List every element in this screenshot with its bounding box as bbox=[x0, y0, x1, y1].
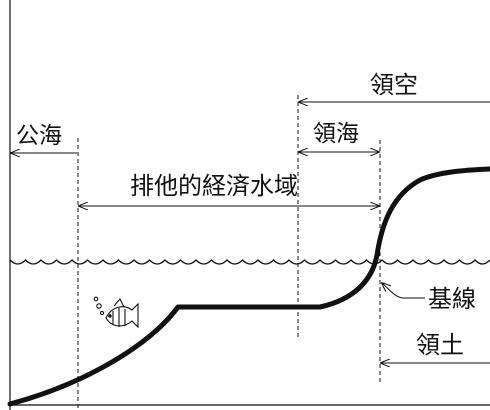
label-eez: 排他的経済水域 bbox=[130, 172, 298, 200]
label-territory: 領土 bbox=[416, 331, 464, 359]
label-territorial-sea: 領海 bbox=[313, 121, 359, 147]
label-baseline: 基線 bbox=[428, 285, 476, 313]
seabed-profile bbox=[7, 166, 490, 407]
sea-surface bbox=[9, 259, 490, 265]
label-airspace: 領空 bbox=[370, 71, 418, 99]
label-high-seas: 公海 bbox=[16, 123, 62, 149]
fish-icon bbox=[93, 296, 139, 329]
baseline-pointer bbox=[382, 283, 425, 299]
frame bbox=[9, 0, 490, 410]
